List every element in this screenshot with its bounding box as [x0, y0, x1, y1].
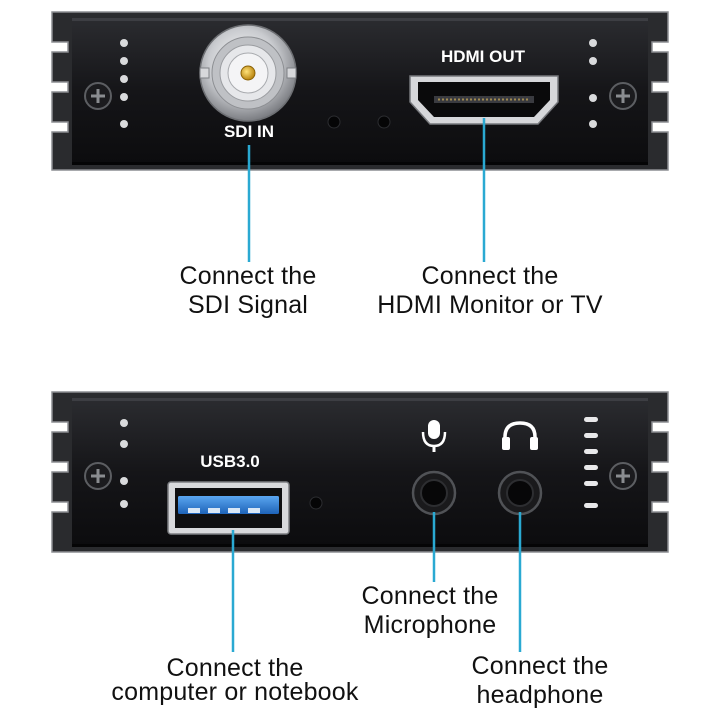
sdi-callout-line1: Connect the: [179, 262, 317, 290]
bottom-vent-left: [120, 419, 128, 508]
indicator-hole: [377, 115, 391, 129]
indicator-hole: [309, 496, 323, 510]
screw-icon: [84, 82, 112, 110]
microphone-jack[interactable]: [411, 470, 457, 516]
hdmi-callout: Connect the HDMI Monitor or TV: [340, 262, 640, 320]
hdmi-out-label: HDMI OUT: [441, 47, 526, 66]
mic-callout: Connect the Microphone: [325, 582, 535, 640]
bottom-panel-face: [72, 398, 648, 547]
screw-icon: [609, 82, 637, 110]
bottom-vent-right: [584, 417, 598, 508]
sdi-in-port[interactable]: [199, 24, 297, 122]
screw-icon: [609, 462, 637, 490]
usb3-port[interactable]: [167, 481, 290, 535]
headphone-jack[interactable]: [497, 470, 543, 516]
mic-callout-line1: Connect the: [361, 582, 499, 610]
usb-callout-line1: Connect the: [166, 654, 304, 682]
headphone-callout-line1: Connect the: [471, 652, 609, 680]
sdi-in-label: SDI IN: [224, 122, 274, 141]
hdmi-callout-line1: Connect the: [421, 262, 559, 290]
microphone-icon: [421, 420, 447, 452]
sdi-callout: Connect the SDI Signal: [148, 262, 348, 320]
hdmi-out-port[interactable]: [409, 75, 559, 125]
top-panel-face: [72, 18, 648, 165]
sdi-callout-line2: SDI Signal: [187, 291, 309, 319]
headphone-icon: [502, 421, 538, 450]
usb-callout-line2: computer or notebook: [111, 678, 359, 706]
bottom-panel: USB3.0: [51, 391, 669, 652]
headphone-callout-line2: headphone: [476, 681, 604, 709]
top-panel: SDI IN HDMI OUT: [51, 11, 669, 262]
indicator-hole: [327, 115, 341, 129]
hdmi-callout-line2: HDMI Monitor or TV: [377, 291, 603, 319]
top-vent-right: [589, 39, 597, 128]
top-vent-left: [120, 39, 128, 128]
usb3-label: USB3.0: [200, 452, 260, 471]
mic-callout-line2: Microphone: [363, 611, 497, 639]
headphone-callout: Connect the headphone: [440, 652, 640, 710]
usb-callout: Connect the computer or notebook: [80, 654, 390, 706]
screw-icon: [84, 462, 112, 490]
